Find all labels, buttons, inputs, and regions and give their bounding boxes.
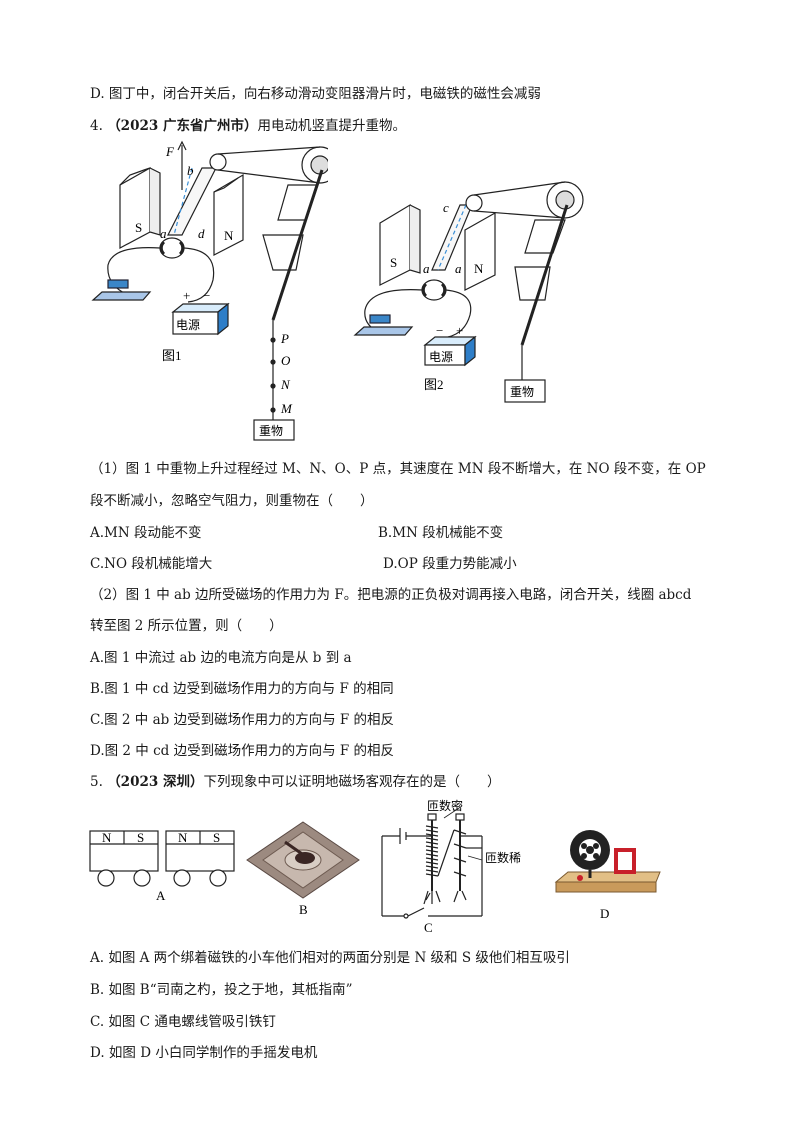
fig2-magnet-n: N — [474, 261, 484, 276]
fig1-point-p: P — [280, 331, 289, 346]
figC-label-dense: 匝数密 — [427, 798, 463, 813]
q4-part1-option-a: A.MN 段动能不变 — [90, 525, 202, 541]
q5-option-a: A. 如图 A 两个绑着磁铁的小车他们相对的两面分别是 N 级和 S 级他们相互… — [90, 950, 570, 966]
figB-caption: B — [299, 902, 308, 917]
figure-2-motor: S N c a a − + 电源 图2 重物 — [353, 181, 584, 403]
q4-part2-option-a: A.图 1 中流过 ab 边的电流方向是从 b 到 a — [90, 650, 352, 666]
q4-number: 4. — [90, 118, 103, 134]
figA-caption: A — [156, 888, 166, 903]
fig1-coil-d: d — [198, 226, 205, 241]
q5-source: （2023 深圳） — [107, 774, 204, 790]
fig2-coil-c: c — [443, 200, 449, 215]
q5-option-b: B. 如图 B“司南之杓，投之于地，其柢指南” — [90, 982, 353, 998]
figure-a-magnet-carts: N S N S A — [89, 830, 235, 903]
figure-c-electromagnets: 匝数密 匝数稀 C — [381, 798, 521, 935]
fig2-coil-a1: a — [423, 261, 430, 276]
fig1-caption: 图1 — [162, 348, 182, 363]
fig1-coil-b: b — [187, 163, 194, 178]
figD-caption: D — [600, 906, 609, 921]
fig1-point-n: N — [280, 377, 291, 392]
q4-source: （2023 广东省广州市） — [107, 118, 258, 134]
fig2-minus: − — [436, 323, 443, 338]
figure-b-sinan-compass: B — [246, 821, 360, 917]
fig2-weight-label: 重物 — [510, 385, 534, 399]
fig1-point-o: O — [281, 353, 291, 368]
fig2-magnet-s: S — [390, 255, 397, 270]
fig1-minus: − — [203, 288, 210, 303]
fig1-weight-label: 重物 — [259, 424, 283, 438]
q4-part1-option-d: D.OP 段重力势能减小 — [383, 556, 517, 572]
fig2-caption: 图2 — [424, 377, 444, 392]
fig1-magnet-s: S — [135, 220, 142, 235]
figure-1-motor: S N F b a d + − 电源 图1 P O N M 重物 — [91, 140, 328, 441]
q4-stem: 用电动机竖直提升重物。 — [257, 118, 406, 134]
figA-n1: N — [102, 830, 112, 845]
fig2-power-label: 电源 — [429, 350, 453, 364]
q5-option-c: C. 如图 C 通电螺线管吸引铁钉 — [90, 1014, 276, 1030]
q3-option-d: D. 图丁中，闭合开关后，向右移动滑动变阻器滑片时，电磁铁的磁性会减弱 — [90, 86, 541, 102]
figA-n2: N — [178, 830, 188, 845]
fig1-magnet-n: N — [224, 228, 234, 243]
q5-stem: 下列现象中可以证明地磁场客观存在的是（ ） — [203, 774, 501, 790]
fig1-power-label: 电源 — [176, 318, 200, 332]
fig2-plus: + — [456, 323, 463, 338]
q5-number: 5. — [90, 774, 103, 790]
figA-s1: S — [137, 830, 144, 845]
q4-part2-line2: 转至图 2 所示位置，则（ ） — [90, 618, 283, 634]
q4-part2-option-c: C.图 2 中 ab 边受到磁场作用力的方向与 F 的相反 — [90, 712, 395, 728]
figure-d-hand-generator: D — [554, 830, 661, 921]
q4-part2-line1: （2）图 1 中 ab 边所受磁场的作用力为 F。把电源的正负极对调再接入电路，… — [90, 587, 692, 603]
figC-caption: C — [424, 920, 433, 935]
fig1-point-m: M — [280, 401, 293, 416]
q4-part1-line1: （1）图 1 中重物上升过程经过 M、N、O、P 点，其速度在 MN 段不断增大… — [90, 461, 706, 477]
figC-label-sparse: 匝数稀 — [485, 850, 521, 865]
q5-option-d: D. 如图 D 小白同学制作的手摇发电机 — [90, 1045, 318, 1061]
fig1-plus: + — [183, 288, 190, 303]
q5-header: 5. （2023 深圳）下列现象中可以证明地磁场客观存在的是（ ） — [90, 770, 500, 790]
q4-part2-option-b: B.图 1 中 cd 边受到磁场作用力的方向与 F 的相同 — [90, 681, 394, 697]
fig1-coil-a: a — [160, 226, 167, 241]
q4-header: 4. （2023 广东省广州市）用电动机竖直提升重物。 — [90, 114, 406, 134]
fig1-force-f: F — [165, 144, 175, 159]
fig2-coil-a2: a — [455, 261, 462, 276]
figA-s2: S — [213, 830, 220, 845]
q4-part2-option-d: D.图 2 中 cd 边受到磁场作用力的方向与 F 的相反 — [90, 743, 395, 759]
q4-part1-line2: 段不断减小，忽略空气阻力，则重物在（ ） — [90, 493, 374, 509]
q4-part1-option-c: C.NO 段机械能增大 — [90, 556, 213, 572]
q4-part1-option-b: B.MN 段机械能不变 — [378, 525, 504, 541]
